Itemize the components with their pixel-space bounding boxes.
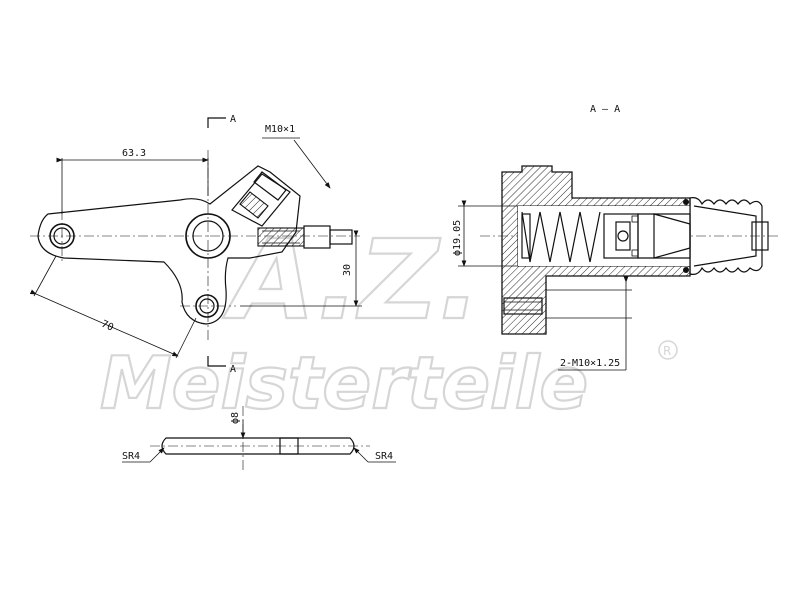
- watermark-brand: Meisterteile: [100, 341, 588, 425]
- section-marker-top: A: [230, 114, 236, 125]
- section-marker-bottom: A: [230, 364, 236, 375]
- dim-radius-right: SR4: [375, 451, 393, 462]
- watermark: A.Z. Meisterteile R: [99, 215, 678, 426]
- dim-thread-main: M10×1: [265, 124, 295, 135]
- section-view: A – A ϕ19.05: [452, 104, 780, 371]
- upper-port-fitting: [231, 171, 291, 227]
- section-arrow-bottom: [207, 356, 226, 367]
- dim-bore-diameter: ϕ19.05: [452, 220, 463, 256]
- dim-length-63: 63.3: [122, 148, 146, 159]
- bleeder-screw: [257, 225, 353, 249]
- dim-length-70: 70: [99, 319, 114, 334]
- watermark-reg-mark: R: [663, 344, 671, 358]
- dim-offset-30: 30: [342, 264, 353, 276]
- section-title: A – A: [590, 104, 620, 115]
- dim-pin-diameter: ϕ8: [230, 412, 241, 424]
- front-view: 63.3 70 30 M10×1 A A: [29, 114, 362, 375]
- dim-ports-thread: 2-M10×1.25: [560, 358, 620, 369]
- dim-radius-left: SR4: [122, 451, 140, 462]
- watermark-registered-icon: [658, 340, 678, 360]
- pin-view: ϕ8 SR4 SR4: [122, 406, 396, 470]
- section-arrow-top: [207, 117, 226, 128]
